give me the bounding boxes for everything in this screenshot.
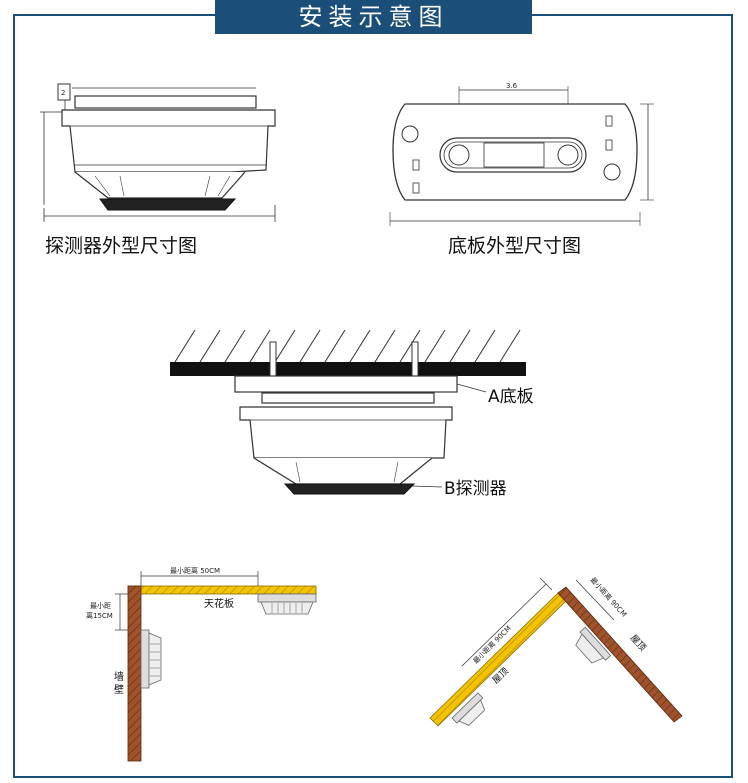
wall-strip <box>127 585 142 762</box>
slope-right-min-distance: 最小距离 90CM <box>589 575 629 618</box>
right-roof-label: 屋顶 <box>628 633 648 654</box>
wall-label-2: 壁 <box>114 683 124 696</box>
sloped-roof-section: 最小距离 90CM 最小距离 90CM 屋顶 屋顶 <box>429 575 683 727</box>
right-roof-slope <box>557 586 683 723</box>
base-dimension-drawing: 3.6 底板外型尺寸图 <box>389 82 654 257</box>
page-title: 安装示意图 <box>215 0 532 34</box>
label-base: A底板 <box>488 387 534 407</box>
left-slope-detector <box>451 692 486 726</box>
label-detector: B探测器 <box>444 479 507 499</box>
ceiling-label: 天花板 <box>204 597 234 610</box>
wall-label-1: 墙 <box>114 670 124 683</box>
detector-dimension-drawing: 2 探测器外型尺寸图 <box>40 83 276 257</box>
wall-min-distance-line2: 离15CM <box>86 611 113 620</box>
base-slot-dim: 3.6 <box>506 82 518 90</box>
ceiling-detector <box>257 593 317 615</box>
left-roof-slope <box>429 592 567 727</box>
detector-top-dim: 2 <box>61 89 65 97</box>
wall-min-distance-line1: 最小距 <box>90 601 111 610</box>
detector-dims-caption: 探测器外型尺寸图 <box>45 235 197 257</box>
ceiling-wall-section: 最小距离 50CM 最小距 离15CM 天花板 <box>86 566 317 762</box>
base-dims-caption: 底板外型尺寸图 <box>448 235 581 257</box>
mounting-assembly-drawing: A底板 B探测器 <box>170 329 534 499</box>
ceiling-strip <box>127 585 317 595</box>
ceiling-min-distance: 最小距离 50CM <box>170 566 220 575</box>
right-slope-detector <box>575 626 612 664</box>
wall-detector <box>140 629 162 689</box>
